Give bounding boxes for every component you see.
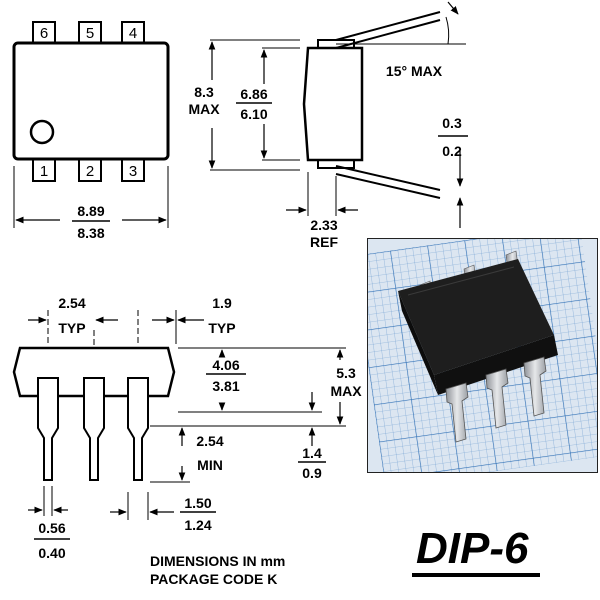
front-shoulder-max: 1.50 bbox=[184, 495, 211, 511]
pin-tab bbox=[121, 21, 145, 44]
front-lead-w-max: 0.56 bbox=[38, 520, 65, 536]
side-body-max: 6.86 bbox=[240, 86, 267, 102]
top-width-min: 8.38 bbox=[77, 225, 104, 241]
top-view: 6 5 4 1 2 3 8.89 8.38 bbox=[12, 21, 170, 241]
front-body-min: 3.81 bbox=[212, 378, 239, 394]
side-view-body bbox=[302, 46, 364, 162]
pin-tab bbox=[78, 21, 102, 44]
front-standoff-min: 0.9 bbox=[302, 465, 322, 481]
side-lead-thk-min: 0.2 bbox=[442, 143, 462, 159]
pin1-marker bbox=[29, 119, 55, 145]
front-pitch-label: TYP bbox=[58, 320, 85, 336]
front-view-body bbox=[12, 346, 176, 398]
pin-label-1: 1 bbox=[40, 163, 48, 180]
front-view: 2.54 TYP 1.9 TYP 4.06 3.81 5.3 MAX 1.4 0… bbox=[12, 295, 362, 561]
side-view: 8.3 MAX 6.86 6.10 15° MAX 0.3 0.2 2.33 R… bbox=[188, 1, 468, 250]
pin-label-4: 4 bbox=[129, 25, 137, 42]
top-width-max: 8.89 bbox=[77, 203, 104, 219]
note-package-code: PACKAGE CODE K bbox=[150, 571, 277, 587]
package-title: DIP-6 bbox=[416, 524, 529, 573]
note-dimensions: DIMENSIONS IN mm bbox=[150, 553, 285, 569]
front-total-label: MAX bbox=[330, 383, 362, 399]
front-end-value: 1.9 bbox=[212, 295, 232, 311]
side-height-max-value: 8.3 bbox=[194, 84, 214, 100]
front-end-label: TYP bbox=[208, 320, 235, 336]
front-standoff-max: 1.4 bbox=[302, 445, 322, 461]
front-lead-w-min: 0.40 bbox=[38, 545, 65, 561]
side-angle: 15° MAX bbox=[386, 63, 443, 79]
side-ref-value: 2.33 bbox=[310, 217, 337, 233]
lead bbox=[127, 377, 149, 481]
pin-tab bbox=[32, 21, 56, 44]
pin-tab bbox=[121, 158, 145, 182]
front-lead-len-label: MIN bbox=[197, 457, 223, 473]
front-total-value: 5.3 bbox=[336, 365, 356, 381]
front-lead-len-value: 2.54 bbox=[196, 433, 223, 449]
chip-photo bbox=[367, 238, 598, 473]
pin-tab bbox=[78, 158, 102, 182]
lead bbox=[37, 377, 59, 481]
dip6-chip-photo-icon bbox=[368, 239, 597, 472]
pin-label-3: 3 bbox=[129, 163, 137, 180]
front-shoulder-min: 1.24 bbox=[184, 517, 211, 533]
front-pitch-value: 2.54 bbox=[58, 295, 85, 311]
pin-tab bbox=[32, 158, 56, 182]
side-lead-thk-max: 0.3 bbox=[442, 115, 462, 131]
side-ref-label: REF bbox=[310, 234, 338, 250]
side-height-max-label: MAX bbox=[188, 101, 220, 117]
pin-label-6: 6 bbox=[40, 25, 48, 42]
lead bbox=[83, 377, 105, 481]
front-body-max: 4.06 bbox=[212, 357, 239, 373]
side-body-min: 6.10 bbox=[240, 106, 267, 122]
pin-label-5: 5 bbox=[86, 25, 94, 42]
pin-label-2: 2 bbox=[86, 163, 94, 180]
